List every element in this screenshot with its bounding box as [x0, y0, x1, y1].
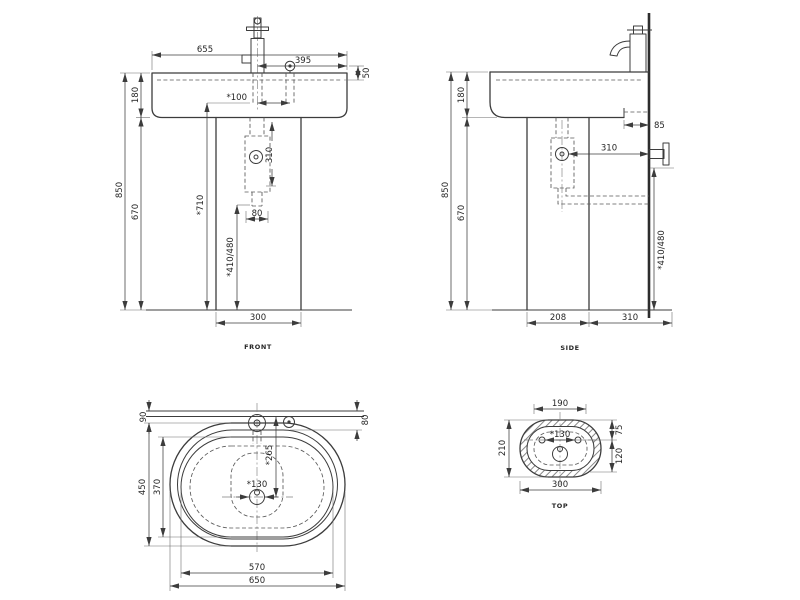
plan-view: *130 90 450 370 *265 80 570 650 — [138, 400, 371, 591]
side-supply-flange — [662, 142, 670, 166]
side-drain-center — [559, 151, 565, 157]
top-drain-notch — [557, 446, 563, 452]
front-dim-hole-spacing: *100 — [227, 93, 247, 103]
plan-pedestal-hidden — [230, 452, 284, 518]
plan-dim-back-overhang: 90 — [139, 412, 149, 423]
side-dim-base-to-wall: 310 — [622, 313, 638, 323]
top-dimensions: *130 190 210 75 120 300 — [498, 399, 625, 494]
top-dim-overall-depth: 210 — [498, 440, 508, 456]
front-hidden-tap-shanks — [252, 73, 295, 103]
faucet-body-side — [629, 33, 647, 73]
top-dim-drain-offset: 120 — [615, 448, 625, 464]
side-faucet — [609, 25, 652, 73]
plan-basin-rim — [177, 429, 338, 540]
front-dim-rim-drop: 50 — [362, 68, 372, 79]
front-view-label: FRONT — [244, 343, 272, 351]
top-dim-overall-width: 300 — [552, 480, 568, 490]
front-dim-overall-width: 655 — [197, 45, 213, 55]
front-dim-tap-to-edge: 395 — [295, 56, 311, 66]
side-dim-wall-recess: 85 — [654, 121, 665, 131]
front-dimensions: 655 395 50 180 850 670 *710 *100 310 — [115, 45, 372, 327]
side-dimensions: 85 310 *410/480 180 850 670 208 310 — [441, 71, 674, 327]
front-drain-flange — [249, 150, 263, 164]
top-view: *130 190 210 75 120 300 TOP — [498, 399, 625, 510]
plan-drain-overflow — [254, 489, 260, 496]
front-view: 655 395 50 180 850 670 *710 *100 310 — [115, 16, 372, 351]
front-basin-outline — [151, 72, 348, 119]
front-drain-center — [253, 154, 259, 160]
side-supply-stub — [648, 149, 665, 159]
plan-bowl-bottom-hidden — [189, 445, 325, 529]
faucet-knob — [254, 17, 261, 25]
side-dim-basin-height: 180 — [457, 87, 467, 103]
side-dim-base-depth: 208 — [550, 313, 566, 323]
faucet-spout-side — [609, 40, 631, 57]
front-dim-overall-height: 850 — [115, 182, 125, 198]
top-dim-inner-width: 190 — [552, 399, 568, 409]
plan-dimensions: *130 90 450 370 *265 80 570 650 — [138, 400, 371, 591]
side-dim-overall-height: 850 — [441, 182, 451, 198]
side-view-label: SIDE — [560, 344, 579, 352]
plan-bowl — [180, 436, 334, 538]
side-basin-outline — [489, 71, 625, 119]
plan-dim-rear-ledge: 80 — [361, 415, 371, 426]
front-hidden-trap — [244, 117, 271, 207]
side-dim-drain-to-wall: 310 — [601, 144, 617, 154]
plan-dim-overall-depth: 450 — [138, 479, 148, 495]
plan-dim-bowl-width: 570 — [249, 563, 265, 573]
top-dim-front-offset: 75 — [615, 425, 625, 436]
front-side-fitting — [284, 60, 296, 73]
plan-basin-outer — [169, 422, 346, 547]
plan-side-hole-center — [287, 420, 291, 424]
side-hidden-trap — [550, 117, 649, 205]
side-dim-pedestal-height: 670 — [457, 205, 467, 221]
plan-dim-overall-width: 650 — [249, 576, 265, 586]
front-dim-pedestal-height: 670 — [131, 204, 141, 220]
top-view-label: TOP — [552, 502, 569, 510]
front-faucet — [241, 17, 269, 74]
top-dim-hole-spacing: *130 — [550, 430, 570, 440]
front-dim-connection-height: *410/480 — [226, 237, 236, 277]
side-dim-connection-height: *410/480 — [657, 230, 667, 270]
plan-side-hole — [283, 416, 295, 428]
faucet-spout — [241, 54, 251, 64]
plan-tap-hole — [248, 414, 266, 432]
plan-dim-drain-offset: *130 — [247, 480, 267, 490]
faucet-cross-handle — [246, 26, 269, 31]
front-dim-trap-height: 310 — [265, 147, 275, 163]
plan-dim-tap-to-drain: *265 — [265, 445, 275, 465]
front-dim-basin-height: 180 — [131, 87, 141, 103]
front-dim-tap-hole-height: *710 — [196, 195, 206, 215]
front-dim-waste-stub: 80 — [252, 209, 263, 219]
plan-dim-bowl-depth: 370 — [153, 479, 163, 495]
top-hidden-oval — [533, 431, 588, 466]
front-dim-base-width: 300 — [250, 313, 266, 323]
plan-tap-hole-center — [253, 419, 261, 427]
side-view: 85 310 *410/480 180 850 670 208 310 SIDE — [441, 13, 674, 352]
